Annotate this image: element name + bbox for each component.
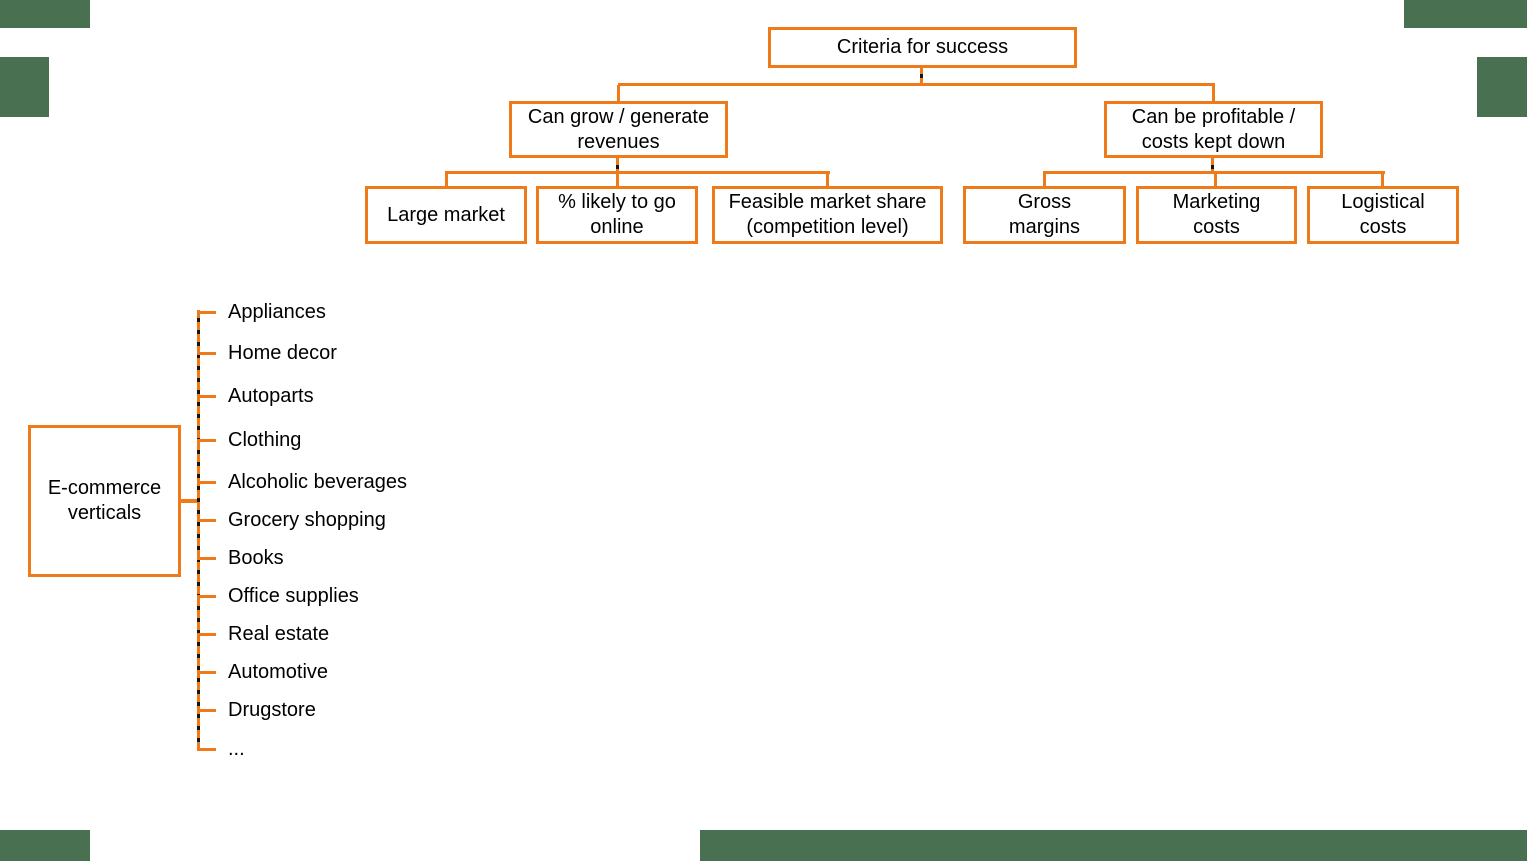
logistical-costs-box: Logistical costs: [1307, 186, 1459, 244]
connector-level1-hline: [618, 83, 1215, 86]
vertical-item-books: Books: [228, 547, 284, 569]
connector-can-grow-stub: [616, 158, 619, 173]
connector-drop-likely-online: [616, 173, 619, 187]
connector-drop-marketing-costs: [1214, 173, 1217, 187]
marketing-costs-box: Marketing costs: [1136, 186, 1297, 244]
connector-verticals-stub: [181, 499, 198, 503]
vertical-item-autoparts: Autoparts: [228, 385, 314, 407]
ecommerce-verticals-box: E-commerce verticals: [28, 425, 181, 577]
top-right-green-block: [1404, 0, 1527, 28]
tick-home-decor: [197, 352, 216, 355]
vertical-item-alcoholic-beverages: Alcoholic beverages: [228, 471, 407, 493]
tick-grocery-shopping: [197, 519, 216, 522]
connector-root-stub: [920, 67, 923, 85]
connector-grow-hline: [445, 171, 830, 174]
likely-to-go-online-box: % likely to go online: [536, 186, 698, 244]
gross-margins-box: Gross margins: [963, 186, 1126, 244]
connector-drop-can-grow: [617, 85, 620, 101]
tick-ellipsis: [197, 748, 216, 751]
connector-drop-large-market: [445, 173, 448, 187]
connector-drop-can-profitable: [1212, 85, 1215, 101]
tick-alcoholic-beverages: [197, 481, 216, 484]
vertical-item-home-decor: Home decor: [228, 342, 337, 364]
left-edge-green-square: [0, 57, 49, 117]
tick-drugstore: [197, 709, 216, 712]
vertical-item-ellipsis: ...: [228, 738, 245, 760]
tick-automotive: [197, 671, 216, 674]
connector-can-profitable-stub: [1211, 158, 1214, 173]
tick-real-estate: [197, 633, 216, 636]
criteria-for-success-box: Criteria for success: [768, 27, 1077, 68]
bottom-right-green-band: [700, 830, 1527, 861]
connector-drop-gross-margins: [1043, 173, 1046, 187]
verticals-bracket-spine: [197, 310, 200, 751]
connector-profitable-hline: [1043, 171, 1385, 174]
vertical-item-real-estate: Real estate: [228, 623, 330, 645]
connector-drop-logistical-costs: [1381, 173, 1384, 187]
vertical-item-appliances: Appliances: [228, 301, 326, 323]
bottom-left-green-block: [0, 830, 90, 861]
vertical-item-clothing: Clothing: [228, 429, 302, 451]
vertical-item-grocery-shopping: Grocery shopping: [228, 509, 386, 531]
large-market-box: Large market: [365, 186, 527, 244]
tick-clothing: [197, 439, 216, 442]
tick-office-supplies: [197, 595, 216, 598]
tick-books: [197, 557, 216, 560]
feasible-market-share-box: Feasible market share (competition level…: [712, 186, 943, 244]
top-left-green-block: [0, 0, 90, 28]
right-edge-green-square: [1477, 57, 1527, 117]
vertical-item-office-supplies: Office supplies: [228, 585, 359, 607]
vertical-item-automotive: Automotive: [228, 661, 329, 683]
tick-autoparts: [197, 395, 216, 398]
vertical-item-drugstore: Drugstore: [228, 699, 316, 721]
connector-drop-feasible-share: [826, 173, 829, 187]
can-be-profitable-box: Can be profitable / costs kept down: [1104, 101, 1323, 158]
can-grow-box: Can grow / generate revenues: [509, 101, 728, 158]
tick-appliances: [197, 311, 216, 314]
